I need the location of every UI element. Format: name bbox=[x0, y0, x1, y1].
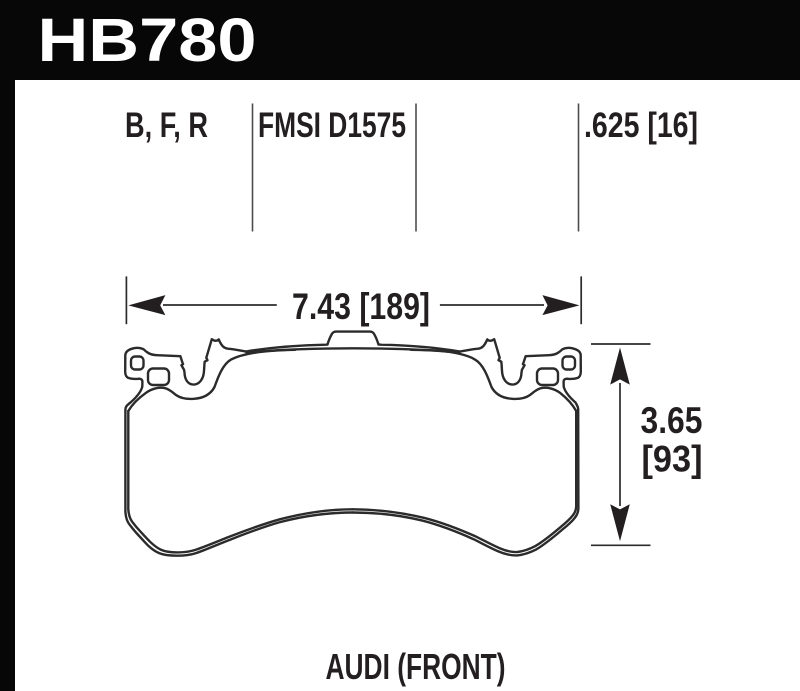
svg-text:7.43 [189]: 7.43 [189] bbox=[292, 286, 430, 327]
svg-text:[93]: [93] bbox=[642, 438, 703, 480]
svg-text:HB780: HB780 bbox=[38, 6, 257, 74]
svg-text:.625 [16]: .625 [16] bbox=[584, 106, 698, 145]
svg-text:FMSI D1575: FMSI D1575 bbox=[258, 106, 406, 145]
svg-text:3.65: 3.65 bbox=[641, 399, 703, 441]
svg-text:AUDI (FRONT): AUDI (FRONT) bbox=[326, 646, 506, 687]
svg-text:B, F, R: B, F, R bbox=[125, 106, 208, 145]
